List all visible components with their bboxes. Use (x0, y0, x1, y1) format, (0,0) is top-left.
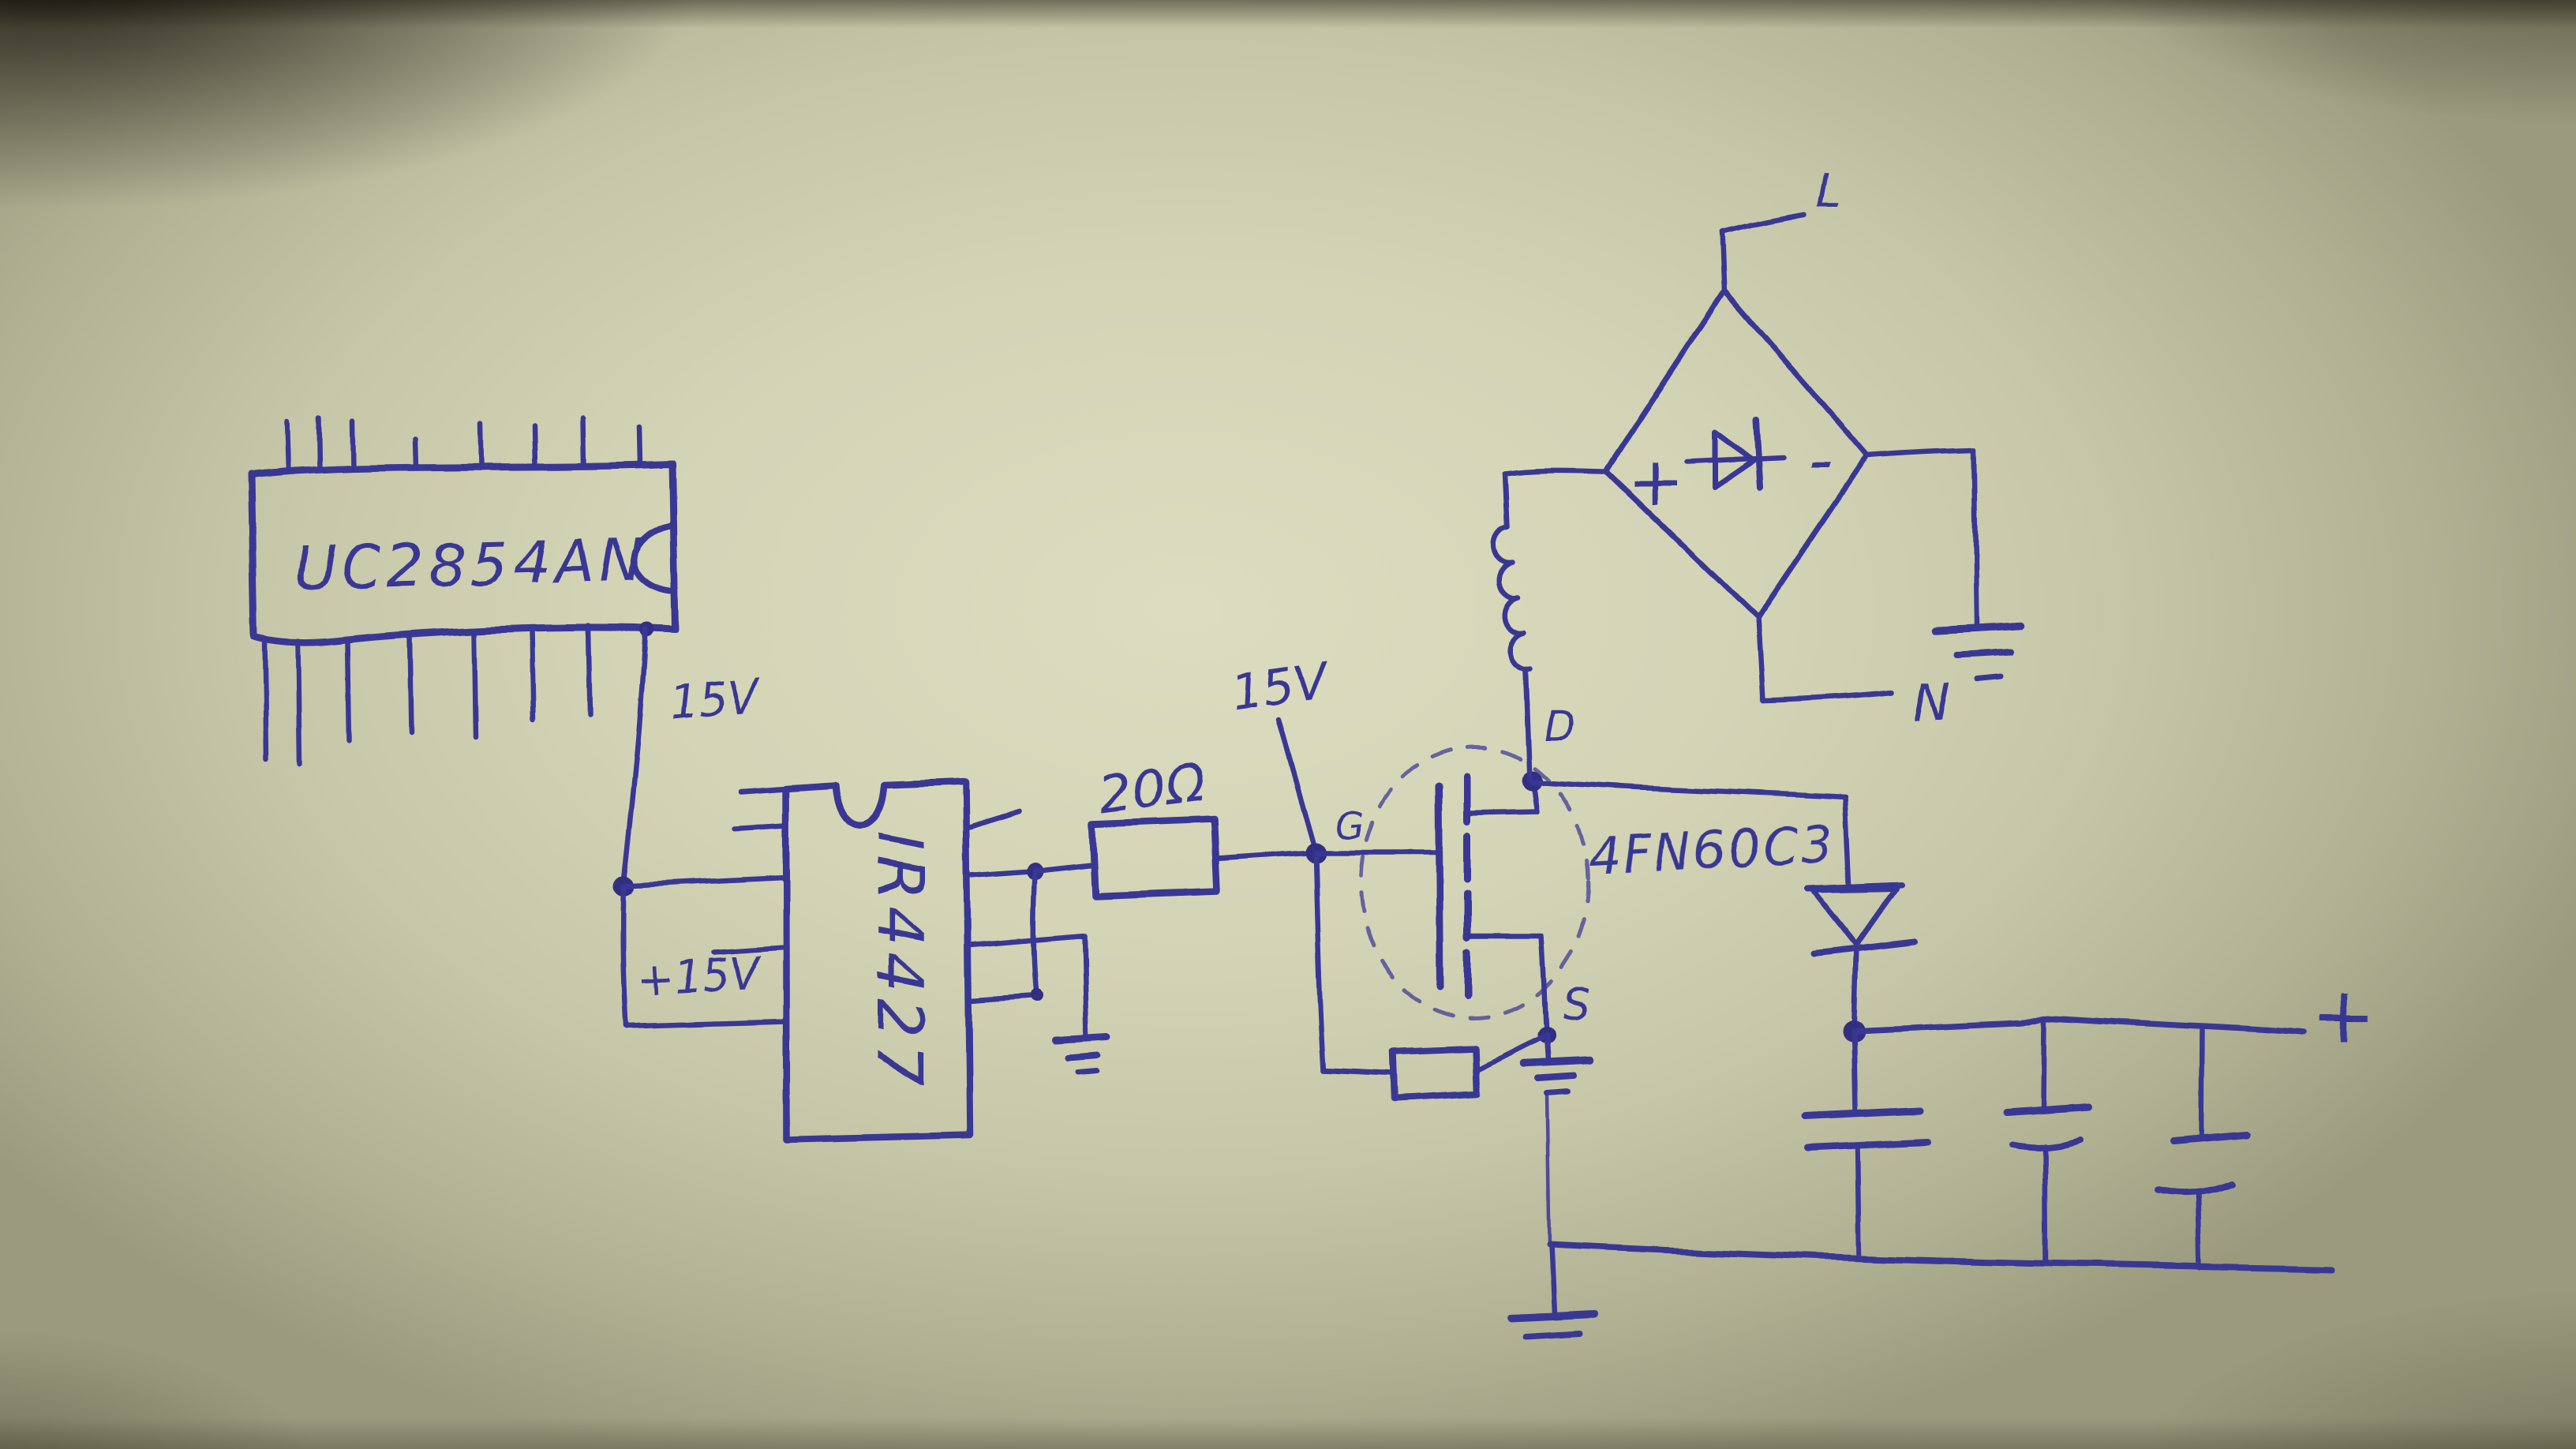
gate-terminal-label: G (1335, 803, 1365, 848)
mosfet-package-outline-icon (1358, 744, 1590, 1020)
mosfet-symbol (1358, 744, 1590, 1044)
ir4427-left-pins (620, 822, 788, 1029)
driver-ground-icon (1052, 1033, 1111, 1075)
mosfet-gate-bar (1435, 782, 1444, 990)
ir4427-package (737, 777, 974, 1144)
ir4427-label: IR4427 (863, 831, 936, 1092)
gate-source-resistor (1312, 854, 1549, 1103)
bridge-diode-lead (1683, 455, 1787, 466)
bridge-plus-label: + (1627, 444, 1683, 521)
diode-cathode-bar (1812, 938, 1918, 957)
gate-resistor (1032, 815, 1318, 899)
uc2854an-package (247, 460, 680, 646)
bridge-minus-ground (1863, 447, 2026, 682)
ir4427-right-pins (967, 808, 1090, 1039)
gate-node (1305, 842, 1440, 863)
neutral-terminal-label: N (1913, 674, 1951, 732)
bottom-rail (1508, 1242, 2334, 1340)
gate-supply-pointer (1275, 717, 1319, 854)
mosfet-source-lead (1466, 933, 1549, 1039)
source-ground-icon (1519, 1032, 1593, 1248)
uc2854an-bottom-pins (261, 623, 593, 767)
output-diode (1804, 882, 1918, 1042)
capacitor-1 (1800, 1028, 1931, 1258)
line-terminal-label: L (1815, 164, 1840, 218)
bridge-diode-cathode-bar (1754, 417, 1764, 491)
mosfet-part-label: 4FN60C3 (1586, 815, 1837, 886)
ground-icon (1931, 623, 2026, 635)
drain-terminal-label: D (1544, 703, 1575, 751)
driver-supply-label: +15V (635, 949, 764, 1006)
gate-resistor-label: 20Ω (1096, 752, 1209, 826)
capacitor-3 (2155, 1023, 2251, 1271)
mosfet-drain-lead (1466, 778, 1540, 816)
source-terminal-label: S (1563, 979, 1591, 1031)
ground-icon (1508, 1310, 1598, 1322)
uc2854an-label: UC2854AN (293, 526, 648, 604)
dip-notch-icon (631, 522, 676, 595)
uc2854an-top-pins (284, 414, 643, 475)
pfc-supply-wire (613, 623, 654, 896)
bridge-diode-icon (1711, 429, 1757, 491)
drain-to-diode-wire (1530, 778, 1852, 887)
mains-line-wire (1719, 212, 1807, 295)
inductor-coil (1491, 467, 1608, 781)
mains-neutral-wire (1754, 615, 1895, 704)
pfc-supply-label: 15V (667, 669, 764, 731)
output-plus-terminal-label: + (2312, 972, 2376, 1060)
bridge-minus-label: - (1807, 421, 1831, 499)
output-rail (1851, 1014, 2308, 1035)
gate-supply-label: 15V (1228, 651, 1335, 722)
diode-triangle-icon (1810, 886, 1899, 948)
capacitor-2 (2003, 1014, 2093, 1264)
